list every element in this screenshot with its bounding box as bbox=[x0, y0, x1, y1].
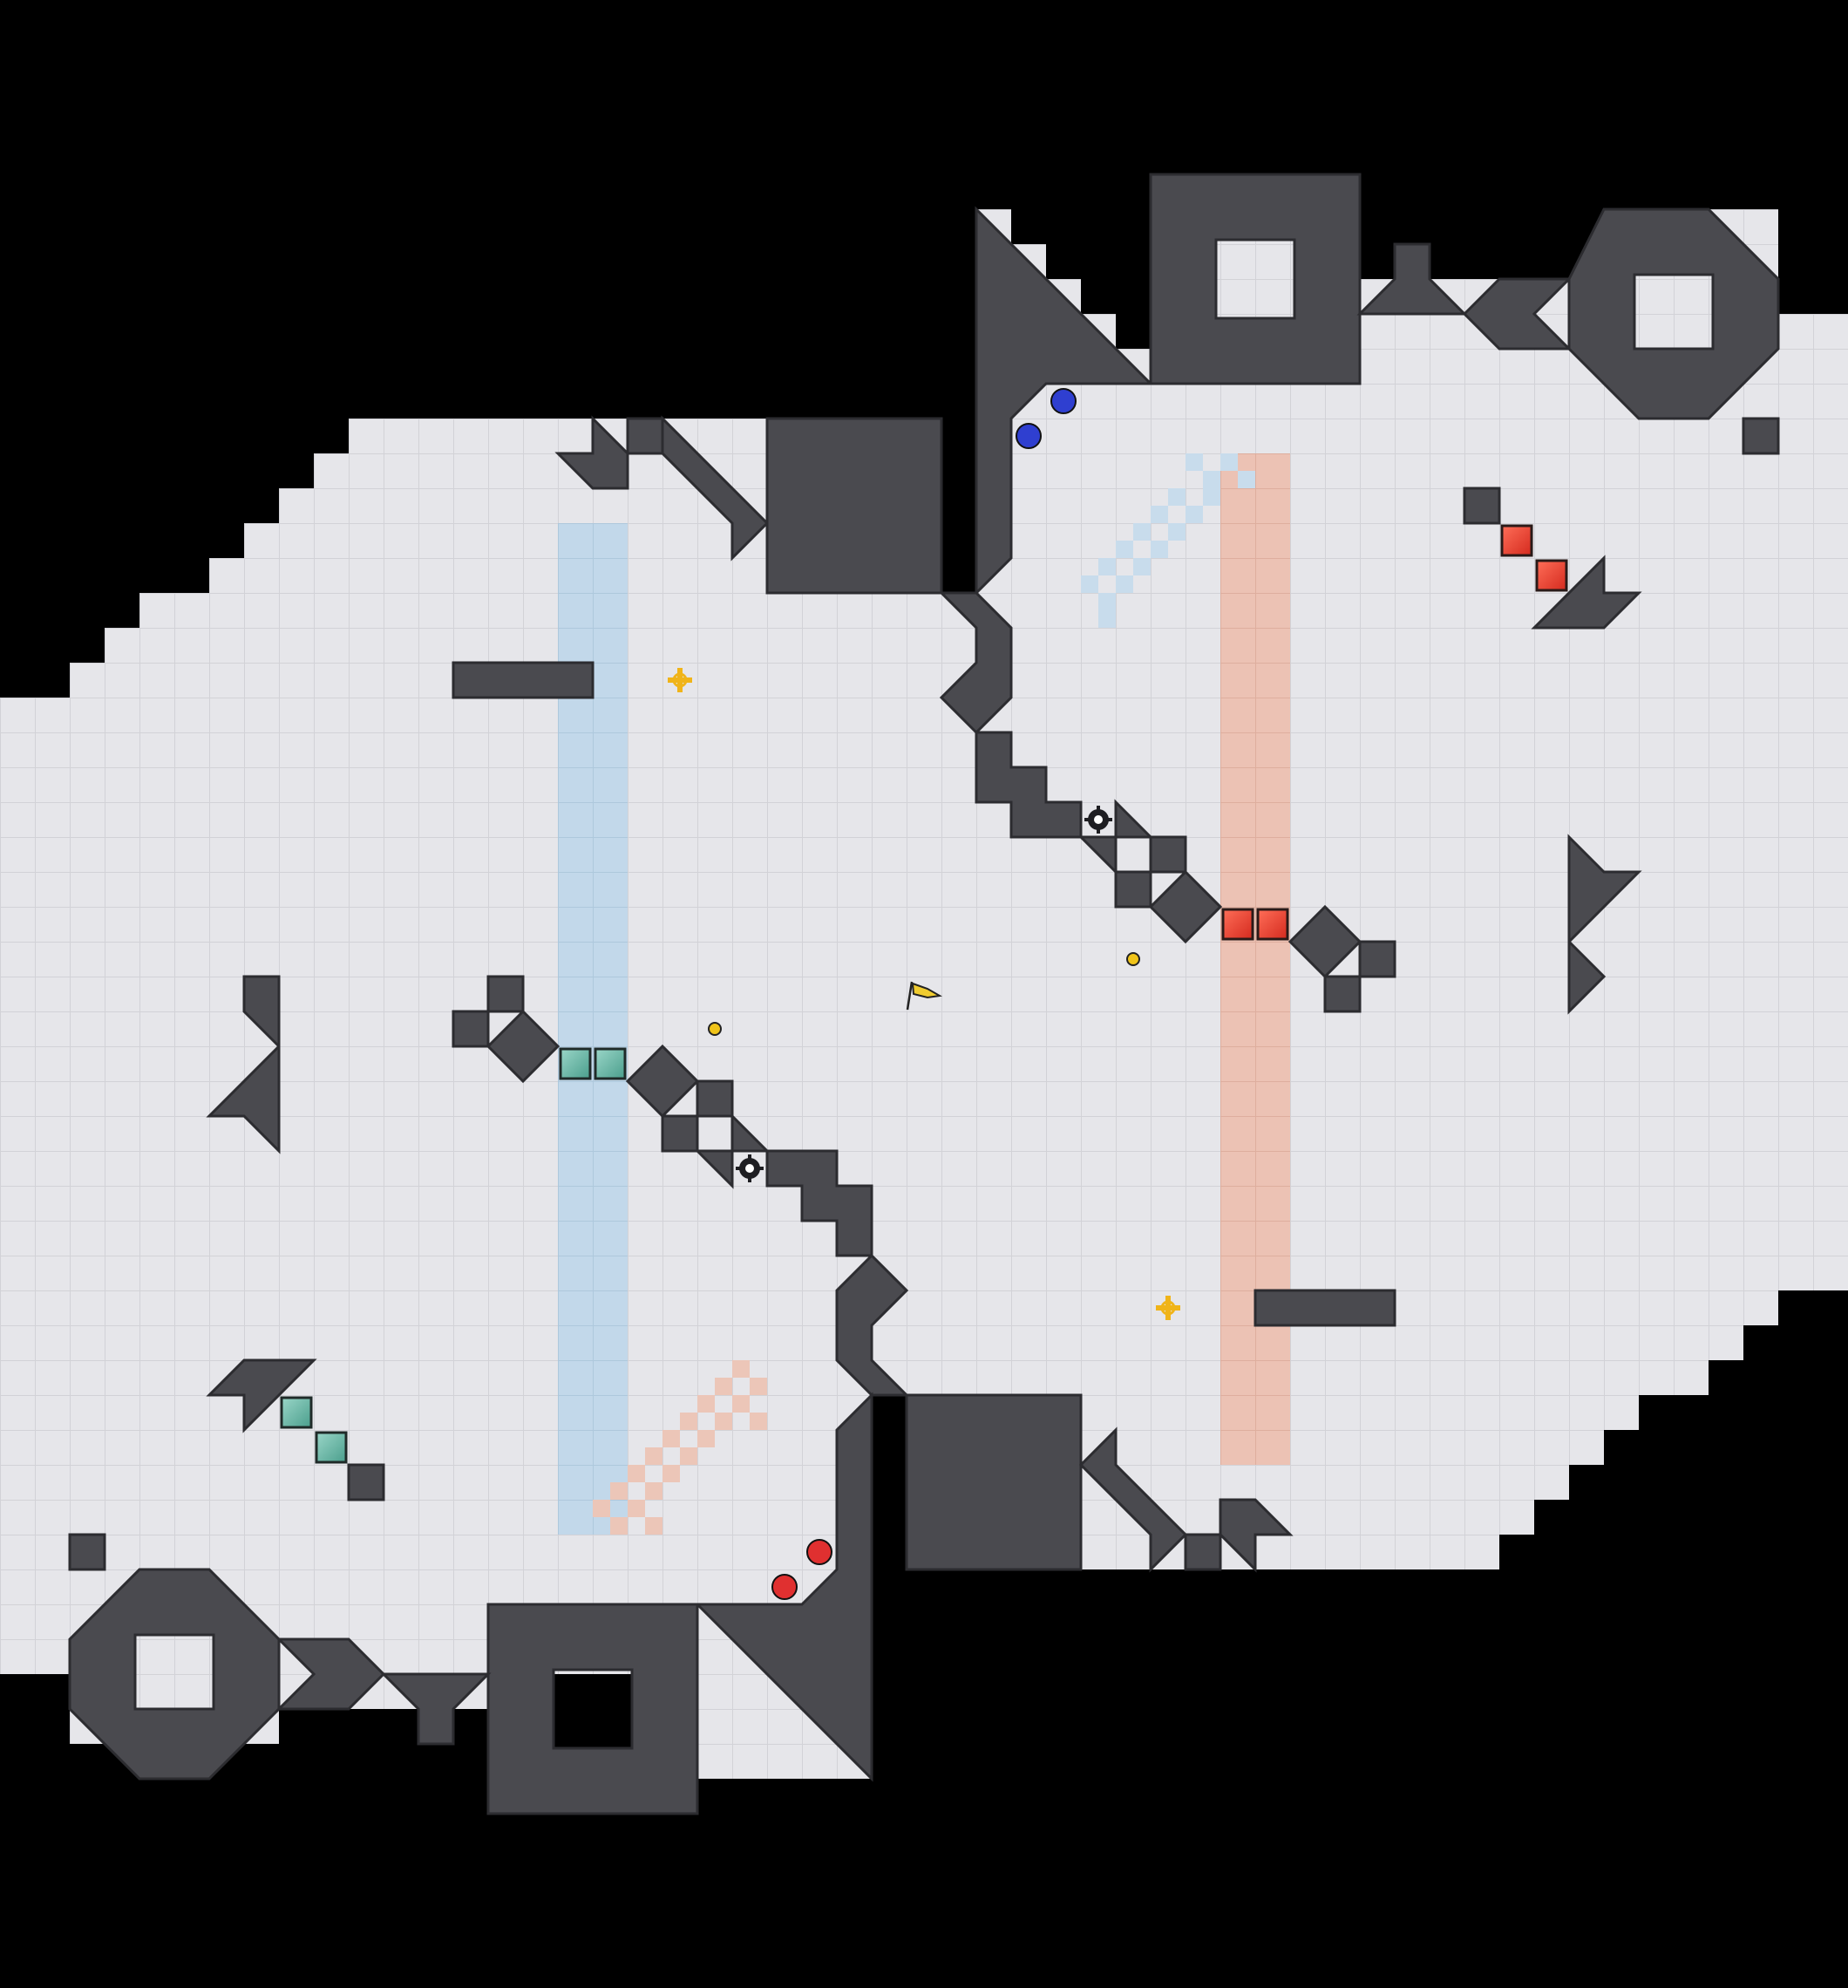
small-block bbox=[1149, 835, 1187, 874]
step-wall bbox=[975, 731, 1083, 839]
red-blocks[interactable] bbox=[1221, 524, 1568, 941]
balls[interactable] bbox=[771, 388, 1077, 1600]
top-square-wall bbox=[1149, 173, 1362, 385]
teal-block[interactable] bbox=[594, 1047, 627, 1080]
small-triangle-wall bbox=[694, 1149, 734, 1189]
small-block bbox=[1358, 940, 1396, 978]
right-hook-wall bbox=[1531, 555, 1642, 630]
big-block-bottom bbox=[905, 1393, 1083, 1571]
diamond-wall bbox=[1148, 869, 1223, 944]
small-block bbox=[1184, 1533, 1222, 1571]
blue-ball[interactable] bbox=[1016, 423, 1042, 449]
step-wall bbox=[765, 1149, 873, 1257]
red-ball[interactable] bbox=[771, 1574, 798, 1600]
octagon-wall-top-right bbox=[1567, 208, 1780, 420]
left-hook-wall bbox=[206, 1358, 317, 1433]
small-block bbox=[661, 1114, 699, 1153]
teal-block[interactable] bbox=[559, 1047, 592, 1080]
left-wedge-wall bbox=[206, 1043, 281, 1154]
red-block[interactable] bbox=[1500, 524, 1533, 557]
teal-block[interactable] bbox=[315, 1431, 348, 1464]
spike-gear-icon bbox=[1084, 806, 1112, 834]
bottom-square-wall bbox=[486, 1603, 699, 1815]
small-triangle-wall bbox=[1077, 835, 1118, 875]
blue-checker-trail bbox=[1081, 453, 1255, 628]
small-block bbox=[1323, 975, 1362, 1013]
teal-block[interactable] bbox=[280, 1396, 313, 1429]
small-block bbox=[626, 417, 664, 455]
t-wall-bottom bbox=[380, 1672, 492, 1746]
octagon-wall-bottom-left bbox=[68, 1568, 281, 1780]
small-block bbox=[1742, 417, 1780, 455]
small-block bbox=[696, 1079, 734, 1118]
blue-ball[interactable] bbox=[1050, 388, 1077, 414]
small-triangle-wall bbox=[1114, 799, 1154, 839]
horizontal-bar-wall bbox=[452, 661, 594, 699]
small-block bbox=[68, 1533, 106, 1571]
coin-icon[interactable] bbox=[708, 1022, 722, 1036]
right-wedge-wall bbox=[1567, 938, 1607, 1015]
coin-icon[interactable] bbox=[1126, 952, 1140, 966]
arrow-wall-bottom bbox=[275, 1637, 386, 1711]
red-block[interactable] bbox=[1221, 908, 1254, 941]
red-ball[interactable] bbox=[806, 1539, 832, 1565]
small-block bbox=[347, 1463, 385, 1501]
orange-checker-trail bbox=[593, 1360, 767, 1535]
horizontal-bar-wall bbox=[1254, 1289, 1396, 1327]
right-wedge-wall bbox=[1567, 834, 1642, 945]
red-block[interactable] bbox=[1535, 559, 1568, 592]
plus-pickup-icon[interactable] bbox=[1156, 1296, 1180, 1320]
plus-pickup-icon[interactable] bbox=[668, 668, 692, 692]
arrow-wall-top bbox=[1462, 277, 1573, 351]
spike-gear-icon bbox=[736, 1154, 764, 1182]
teal-blocks[interactable] bbox=[280, 1047, 627, 1464]
big-block-top-left bbox=[765, 417, 943, 595]
hook-wall bbox=[1219, 1498, 1294, 1573]
diagonal-wall bbox=[661, 415, 770, 562]
small-block bbox=[486, 975, 525, 1013]
red-block[interactable] bbox=[1256, 908, 1289, 941]
small-triangle-wall bbox=[730, 1113, 771, 1153]
diamond-wall bbox=[486, 1009, 561, 1084]
small-block bbox=[1463, 487, 1501, 525]
bottom-triangle-wall bbox=[694, 1392, 873, 1782]
small-block bbox=[452, 1010, 490, 1048]
small-block bbox=[1114, 870, 1152, 909]
goal-flag-icon[interactable] bbox=[906, 981, 943, 1011]
walls bbox=[68, 173, 1780, 1815]
